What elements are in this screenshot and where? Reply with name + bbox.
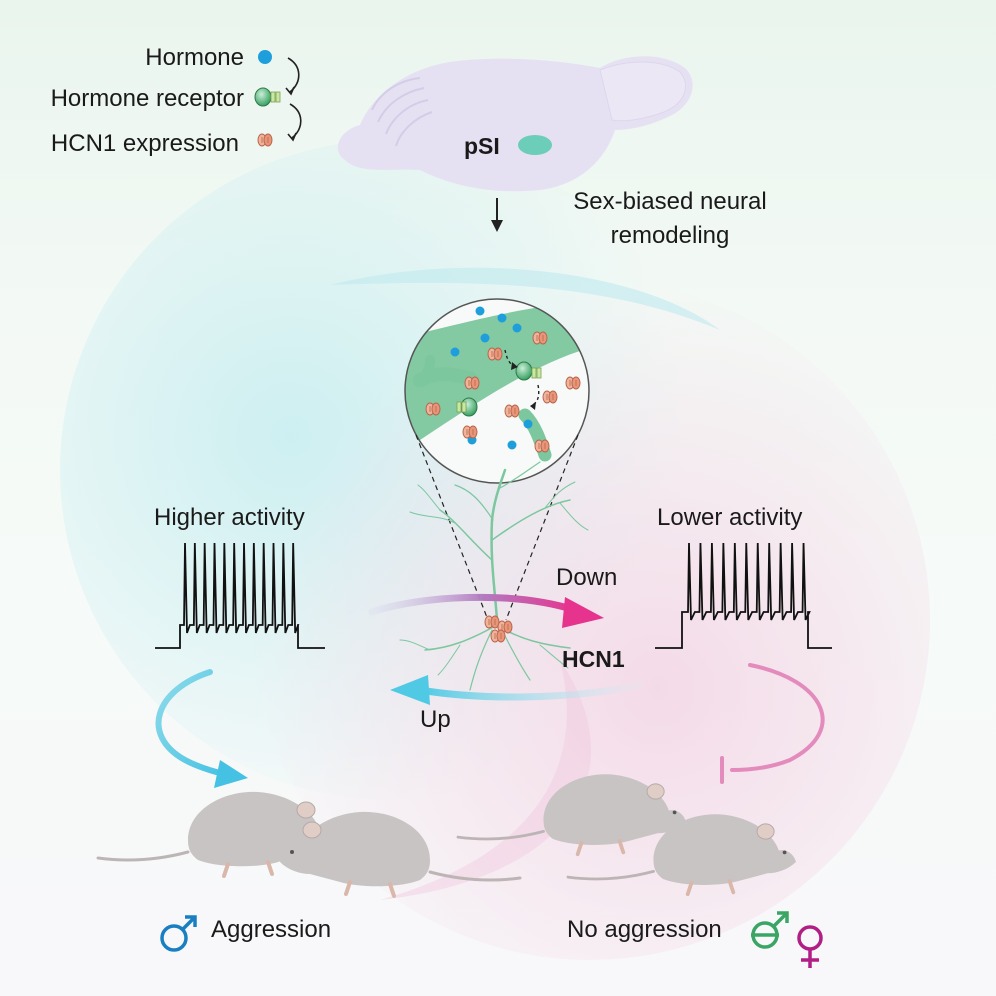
remodeling-label-line1: Sex-biased neural — [573, 188, 767, 215]
hcn1-label: HCN1 — [562, 646, 625, 672]
down-arrow — [368, 593, 579, 616]
background-pink-arc — [380, 660, 592, 900]
brain-illustration — [337, 56, 693, 192]
inhibition-arrow — [730, 663, 825, 772]
male-symbol-icon — [160, 915, 197, 952]
aggression-pathway-arrow — [155, 669, 231, 778]
psi-region-icon — [518, 135, 552, 155]
legend-hormone-label: Hormone — [145, 44, 244, 71]
hcn1-down-label: Down — [556, 564, 618, 591]
background-cyan-arc — [330, 267, 720, 330]
female-symbol-icon — [797, 925, 823, 968]
neuron-hcn1-channel-1 — [484, 615, 500, 629]
zoom-projection-right — [505, 434, 579, 621]
hcn1-up-label: Up — [420, 706, 451, 733]
higher-activity-label: Higher activity — [154, 504, 305, 531]
remodeling-label-line2: remodeling — [610, 222, 730, 249]
dendrite-zoom-circle — [404, 298, 590, 484]
neuron-hcn1-channel-3 — [490, 629, 506, 643]
higher-activity-trace — [155, 542, 325, 649]
green-receptor-icon — [254, 87, 281, 107]
blue-dot-icon — [258, 50, 272, 64]
brain-region-label: pSI — [464, 133, 500, 159]
legend-hcn1-expression-label: HCN1 expression — [50, 130, 239, 157]
aggression-label: Aggression — [211, 916, 332, 943]
up-arrow — [416, 681, 644, 701]
no-aggression-label: No aggression — [567, 916, 722, 943]
hcn1-channel-icon — [257, 133, 273, 147]
lower-activity-trace — [655, 542, 832, 649]
lower-activity-label: Lower activity — [657, 504, 803, 531]
legend-receptor-label: Hormone receptor — [50, 85, 244, 112]
struck-male-symbol-icon — [751, 911, 789, 949]
zoom-projection-left — [415, 434, 489, 621]
